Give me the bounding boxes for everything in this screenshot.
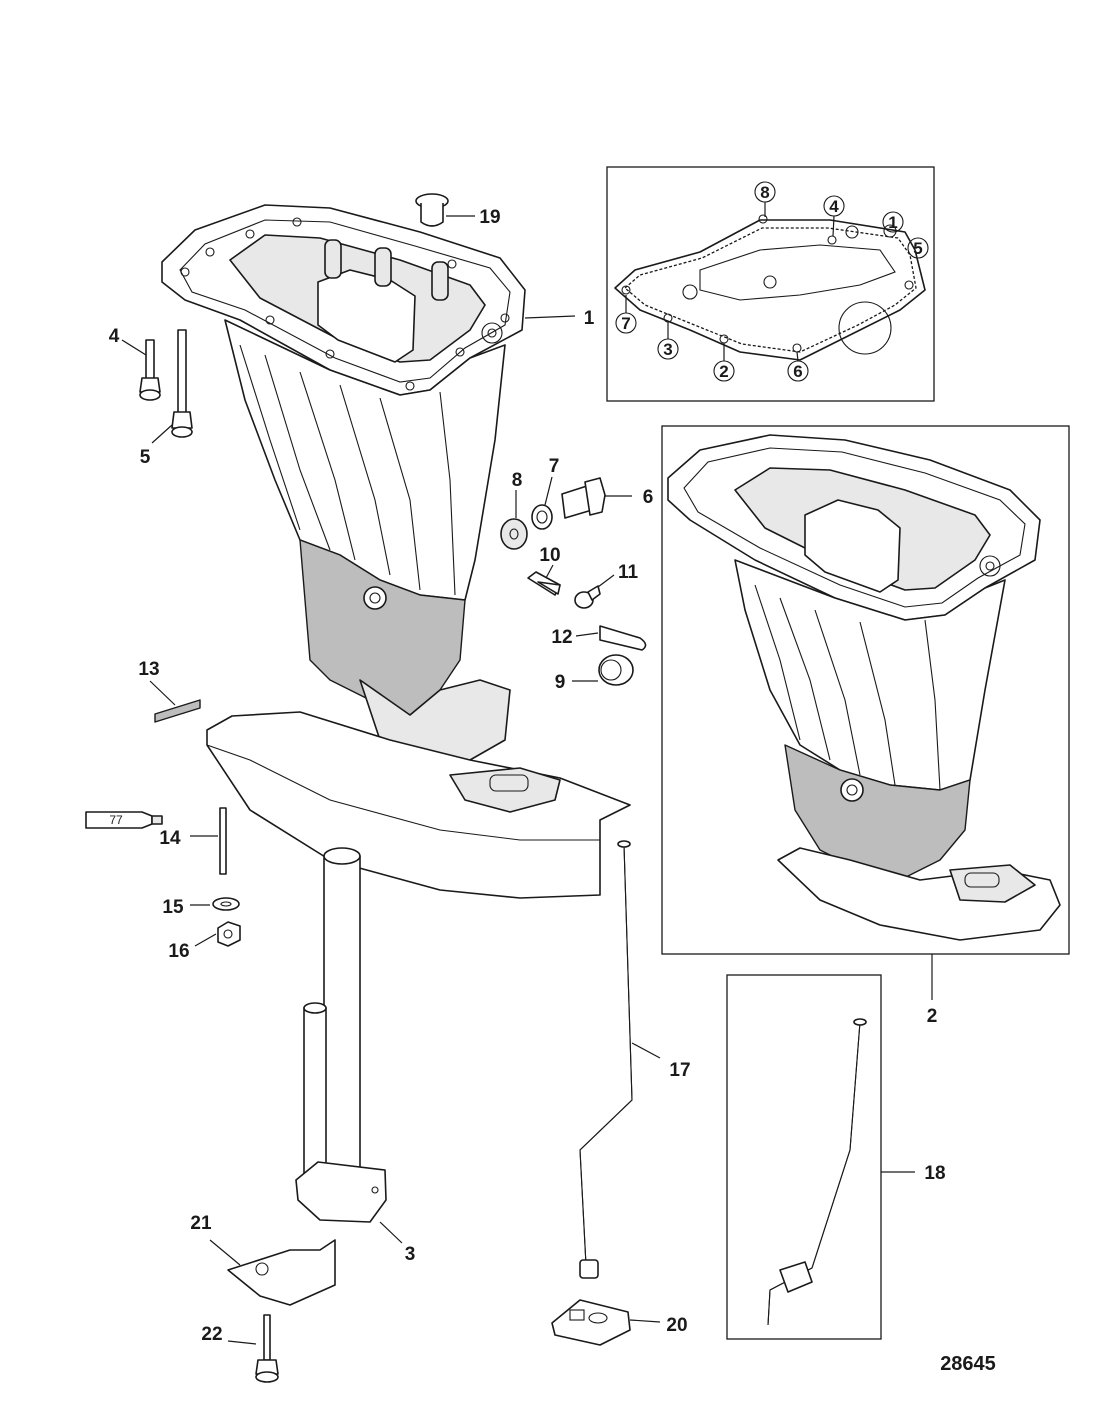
svg-text:77: 77 [109, 813, 123, 827]
callout-7: 7 [549, 456, 560, 477]
fitting-10 [527, 564, 561, 596]
gasket-callout-5: 5 [907, 237, 929, 259]
svg-text:6: 6 [793, 362, 802, 381]
washer-15 [190, 897, 240, 911]
hose-18-inset [726, 974, 915, 1340]
svg-text:2: 2 [719, 362, 728, 381]
bolt-5 [151, 329, 193, 444]
callout-21: 21 [190, 1213, 212, 1234]
svg-text:4: 4 [829, 197, 839, 216]
grommet-19 [415, 193, 475, 227]
seal-9 [572, 654, 634, 686]
gasket-callout-7: 7 [615, 295, 637, 334]
plug-6 [561, 477, 632, 519]
callout-6: 6 [643, 487, 654, 508]
gasket-callout-3: 3 [657, 322, 679, 360]
callout-16: 16 [168, 941, 189, 962]
hose-17 [579, 840, 661, 1279]
svg-text:8: 8 [760, 183, 769, 202]
gasket-callout-8: 8 [754, 181, 776, 217]
gasket-callout-2: 2 [713, 343, 735, 382]
callout-3: 3 [405, 1244, 416, 1265]
gasket-callout-6: 6 [787, 351, 809, 382]
callout-5: 5 [140, 447, 151, 468]
nut-16 [194, 921, 241, 947]
driveshaft-housing [161, 204, 631, 899]
seal-8 [500, 490, 528, 550]
gasket-inset: 8 4 1 5 7 3 2 [606, 166, 935, 402]
clamp-11 [574, 574, 615, 609]
pin-12 [575, 625, 647, 651]
housing-assembly-inset [661, 425, 1070, 1000]
svg-text:3: 3 [663, 340, 672, 359]
callout-22: 22 [201, 1324, 222, 1345]
svg-text:5: 5 [913, 239, 922, 258]
callout-1: 1 [584, 308, 595, 329]
washer-7 [531, 476, 553, 530]
svg-text:1: 1 [888, 213, 897, 232]
callout-13: 13 [138, 659, 159, 680]
svg-text:7: 7 [621, 314, 630, 333]
bolt-4 [121, 339, 161, 401]
callout-8: 8 [512, 470, 523, 491]
gasket-callout-1: 1 [882, 211, 904, 233]
callout-10: 10 [539, 545, 560, 566]
figure-number: 28645 [940, 1353, 996, 1375]
stud-14 [190, 807, 227, 875]
lubricant-tube: 77 [85, 811, 163, 829]
bracket-20 [551, 1299, 661, 1346]
callout-12: 12 [551, 627, 572, 648]
callout-2: 2 [927, 1006, 938, 1027]
callout-9: 9 [555, 672, 566, 693]
callout-18: 18 [924, 1163, 945, 1184]
callout-19: 19 [479, 207, 500, 228]
gasket-callout-4: 4 [823, 195, 845, 237]
water-tube-3 [295, 847, 403, 1244]
callout-17: 17 [669, 1060, 690, 1081]
bolt-22 [227, 1314, 279, 1383]
callout-20: 20 [666, 1315, 687, 1336]
callout-4: 4 [109, 326, 120, 347]
callout-11: 11 [618, 562, 639, 583]
bracket-21 [209, 1239, 336, 1306]
plate-13 [149, 680, 201, 723]
callout-15: 15 [162, 897, 184, 918]
callout-14: 14 [159, 828, 181, 849]
